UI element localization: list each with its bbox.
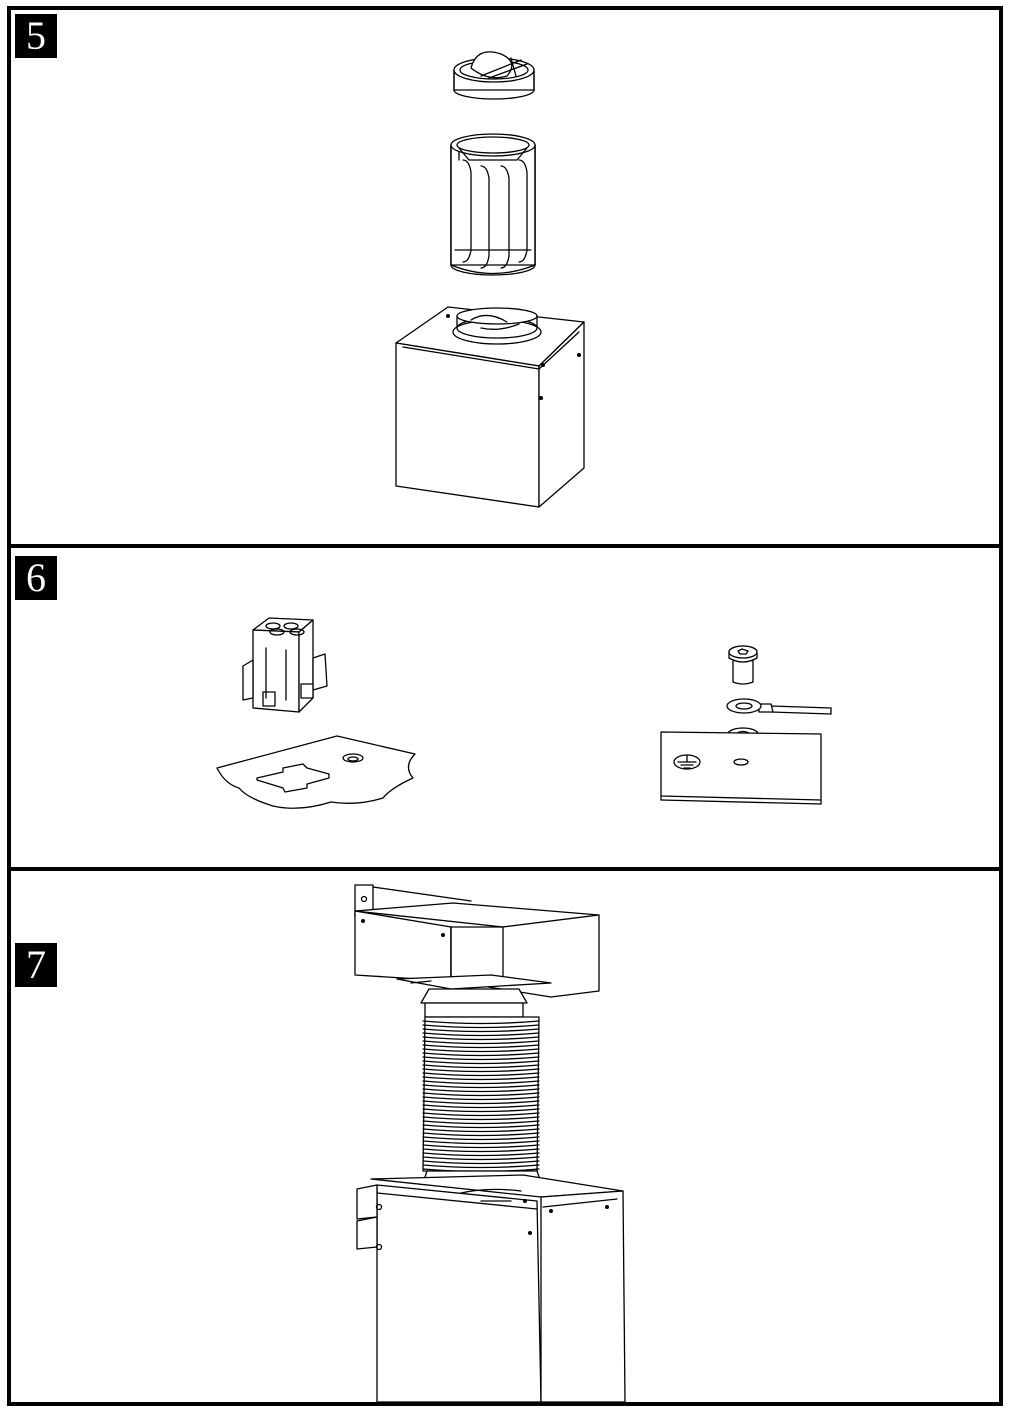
duct-corrugation xyxy=(423,1021,539,1024)
duct-corrugation xyxy=(423,1109,539,1112)
step-5-number: 5 xyxy=(15,14,57,58)
upper-chimney-box xyxy=(355,903,599,997)
step-7-number: 7 xyxy=(15,943,57,987)
duct-corrugation xyxy=(423,1029,539,1032)
damper-valve xyxy=(454,52,534,99)
duct-corrugation xyxy=(423,1113,539,1116)
duct-corrugation xyxy=(423,1081,539,1084)
duct-corrugation xyxy=(423,1073,539,1076)
duct-corrugation xyxy=(423,1101,539,1104)
duct-corrugation xyxy=(423,1045,539,1048)
duct-corrugation xyxy=(423,1061,539,1064)
duct-corrugation xyxy=(423,1037,539,1040)
duct-corrugation xyxy=(423,1153,539,1156)
duct-corrugation xyxy=(423,1065,539,1068)
duct-corrugation xyxy=(423,1069,539,1072)
lower-chimney xyxy=(357,1175,625,1402)
duct-corrugation xyxy=(423,1077,539,1080)
duct-flange xyxy=(421,989,527,1017)
flexible-duct xyxy=(423,1017,541,1183)
duct-corrugation xyxy=(423,1117,539,1120)
duct-corrugation xyxy=(423,1125,539,1128)
duct-corrugation xyxy=(423,1121,539,1124)
carbon-filter xyxy=(451,134,535,275)
duct-corrugation xyxy=(423,1097,539,1100)
duct-corrugation xyxy=(423,1089,539,1092)
duct-corrugation xyxy=(423,1161,539,1164)
ground-symbol-icon xyxy=(674,755,700,769)
duct-corrugation xyxy=(423,1093,539,1096)
step-5-illustration xyxy=(11,10,999,544)
mounting-plate-cutout xyxy=(217,736,415,808)
duct-corrugation xyxy=(423,1105,539,1108)
step-5-panel: 5 xyxy=(7,6,1003,548)
motor-box xyxy=(396,307,584,507)
duct-corrugation xyxy=(423,1157,539,1160)
duct-corrugation xyxy=(423,1057,539,1060)
duct-corrugation xyxy=(423,1053,539,1056)
duct-corrugation xyxy=(423,1041,539,1044)
duct-corrugation xyxy=(423,1033,539,1036)
duct-corrugation xyxy=(423,1049,539,1052)
step-6-panel: 6 xyxy=(7,544,1003,871)
ground-screw xyxy=(729,646,757,684)
step-7-panel: 7 xyxy=(7,867,1003,1406)
step-7-illustration xyxy=(11,871,999,1402)
duct-corrugation xyxy=(423,1145,539,1148)
duct-corrugation xyxy=(423,1141,539,1144)
ground-plate xyxy=(661,732,821,804)
duct-corrugation xyxy=(423,1085,539,1088)
step-6-illustration xyxy=(11,548,999,867)
duct-corrugation xyxy=(423,1137,539,1140)
duct-corrugation xyxy=(423,1129,539,1132)
ground-wire-terminal xyxy=(727,699,831,714)
step-6-number: 6 xyxy=(15,556,57,600)
duct-corrugation xyxy=(423,1165,539,1168)
duct-corrugation xyxy=(423,1149,539,1152)
duct-corrugation xyxy=(423,1025,539,1028)
duct-corrugation xyxy=(423,1133,539,1136)
wall-bracket xyxy=(355,885,471,917)
electrical-connector xyxy=(243,618,327,712)
